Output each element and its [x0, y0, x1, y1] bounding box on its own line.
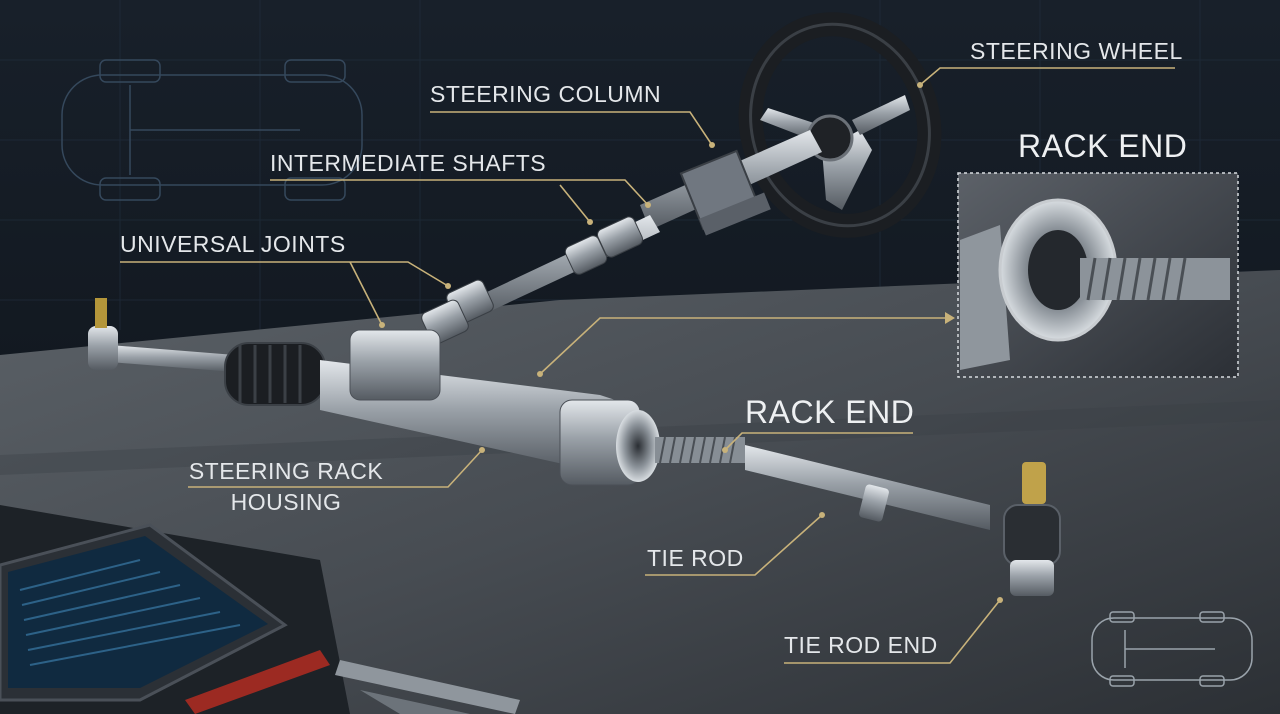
steering-rack-assembly	[88, 298, 1061, 596]
leader-steering-wheel	[919, 67, 1175, 86]
label-tie-rod-end: TIE ROD END	[784, 632, 938, 658]
leader-universal-joints-2	[349, 261, 383, 326]
blueprint-car-icon	[61, 59, 363, 201]
label-steering-rack-line2: HOUSING	[230, 489, 342, 515]
label-rack-end-inset: RACK END	[1018, 128, 1188, 164]
label-tie-rod: TIE ROD	[647, 545, 744, 571]
leader-intermediate-shafts-2	[559, 184, 591, 223]
leader-steering-column	[430, 111, 713, 146]
leader-steering-rack-housing	[188, 449, 483, 488]
leader-dots	[379, 82, 1003, 603]
rack-end-inset	[957, 172, 1239, 378]
leader-rack-end-inset	[539, 317, 945, 375]
leader-lines	[120, 67, 1175, 664]
leader-rack-end	[724, 432, 913, 451]
label-rack-end: RACK END	[745, 394, 915, 430]
label-steering-column: STEERING COLUMN	[430, 81, 662, 107]
diagnostic-tablet	[0, 523, 288, 702]
label-universal-joints: UNIVERSAL JOINTS	[120, 231, 346, 257]
label-steering-rack-housing: STEERING RACK HOUSING	[186, 456, 386, 518]
label-steering-wheel: STEERING WHEEL	[970, 38, 1183, 64]
leader-universal-joints	[120, 261, 449, 287]
steering-wheel	[738, 12, 942, 238]
hand-tools	[185, 650, 520, 714]
label-steering-rack-line1: STEERING RACK	[188, 458, 384, 484]
leader-tie-rod-end	[784, 599, 1001, 664]
label-intermediate-shafts: INTERMEDIATE SHAFTS	[270, 150, 547, 176]
intermediate-shafts	[421, 215, 660, 345]
leader-intermediate-shafts	[270, 179, 649, 206]
leader-tie-rod	[645, 514, 823, 576]
car-outline-icon	[1091, 611, 1253, 687]
arrow-head	[945, 312, 955, 324]
steering-column	[640, 130, 822, 236]
